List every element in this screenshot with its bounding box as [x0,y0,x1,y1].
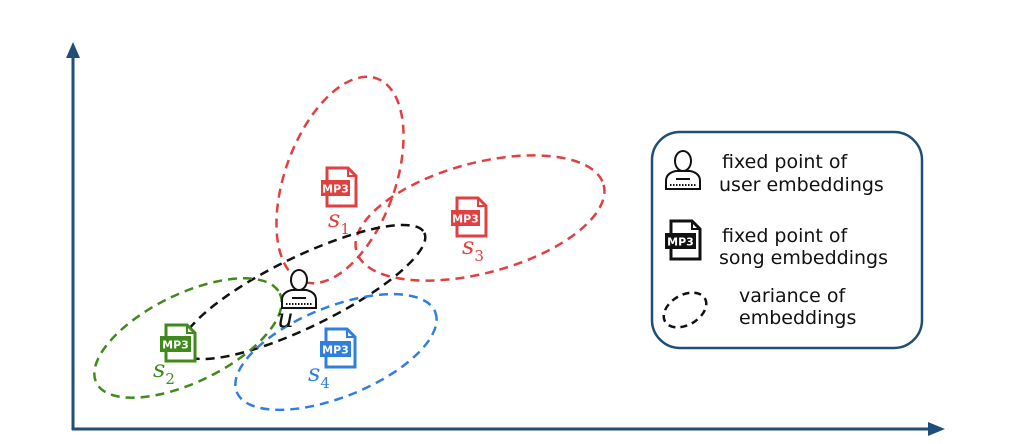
mp3-icon-text: MP3 [322,183,349,196]
legend-song-line2: song embeddings [719,247,888,269]
legend-variance-line2: embeddings [739,307,856,329]
s2-label: s2 [153,355,175,388]
y-axis-arrow [66,42,80,58]
user-point: u [277,269,317,334]
s2-variance-ellipse [93,277,283,399]
dashed-ellipse-icon [662,291,708,329]
legend-variance-line1: variance of [739,285,846,307]
s1-label: s1 [328,205,350,238]
user-silhouette-icon [665,150,701,190]
legend: fixed point of user embeddings MP3 fixed… [650,130,924,350]
legend-user-line1: fixed point of [722,151,849,173]
s3-label: s3 [462,232,484,265]
legend-user-line2: user embeddings [719,174,884,196]
mp3-file-icon: MP3 [160,323,197,363]
axes [66,42,945,436]
mp3-icon-text: MP3 [322,344,349,357]
song-s4: MP3 s4 [308,327,357,392]
mp3-file-icon: MP3 [321,166,358,208]
mp3-file-icon: MP3 [320,327,357,369]
song-s2: MP3 s2 [153,323,197,388]
user-silhouette-icon [281,269,317,309]
x-axis-arrow [928,422,945,436]
legend-song-line1: fixed point of [722,225,849,247]
legend-box [650,130,924,350]
legend-item-variance: variance of embeddings [662,285,856,329]
legend-item-song: MP3 fixed point of song embeddings [665,219,888,269]
s1-variance-ellipse [275,75,405,285]
mp3-icon-text: MP3 [667,236,694,249]
song-s3: MP3 s3 [451,196,488,265]
mp3-file-icon: MP3 [451,196,488,238]
mp3-file-icon: MP3 [665,219,702,261]
song-s1: MP3 s1 [321,166,358,238]
s4-label: s4 [308,359,330,392]
mp3-icon-text: MP3 [162,339,189,352]
legend-item-user: fixed point of user embeddings [665,150,884,196]
mp3-icon-text: MP3 [452,213,479,226]
s4-variance-ellipse [234,292,438,412]
user-label: u [277,304,294,334]
